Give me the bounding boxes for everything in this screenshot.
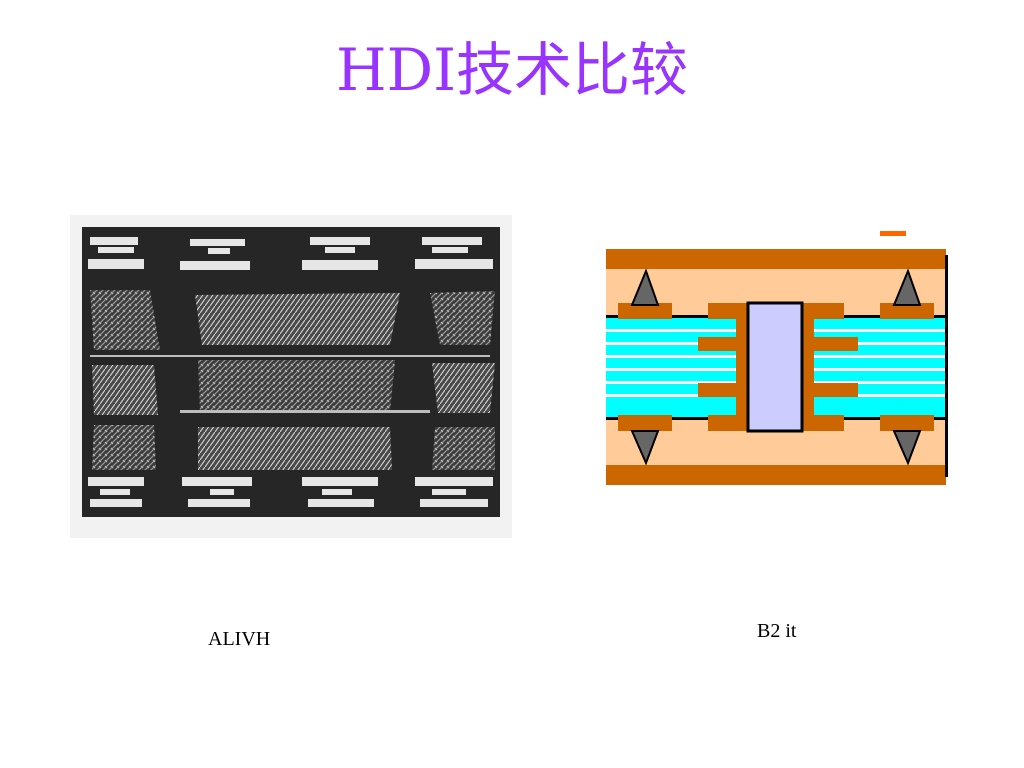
top-copper-foil [606,249,946,269]
accent-mark [880,231,906,236]
slide-title: HDI技术比较 [336,36,688,104]
bottom-copper-foil [606,465,946,485]
center-via [698,301,858,433]
side-pads [618,303,934,431]
alivh-cross-section-image [70,215,512,538]
core-layer [606,315,948,420]
b2it-caption: B2 it [757,620,797,642]
alivh-caption: ALIVH [208,628,271,650]
bump-cones [630,268,922,466]
b2it-layer-schematic [606,231,948,485]
